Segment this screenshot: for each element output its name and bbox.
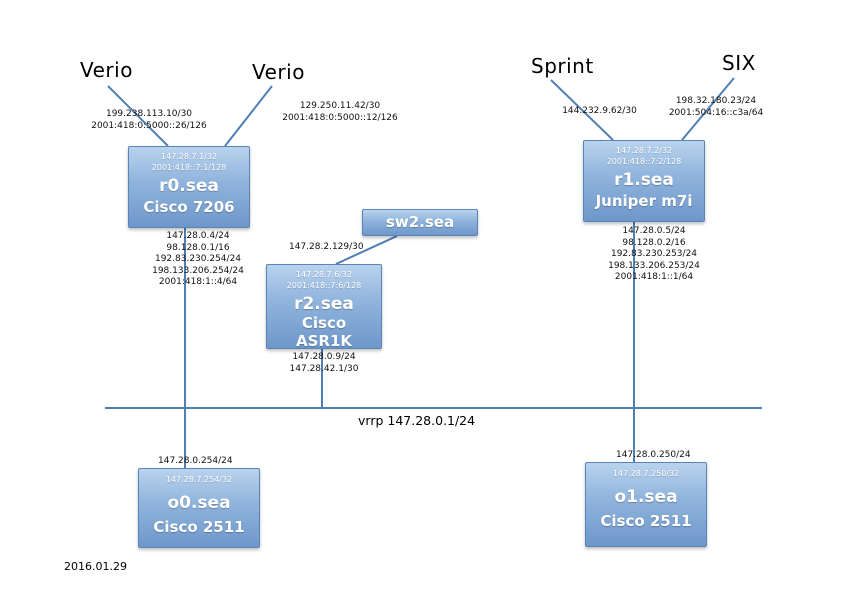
uplink-label-sprint: Sprint [531, 54, 594, 78]
r0-loopback-v6: 2001:418::7:1/128 [151, 162, 227, 172]
r1-loopback-v6: 2001:418::7:2/128 [606, 156, 682, 166]
node-sw2: sw2.sea [362, 209, 478, 236]
r0-loopback-v4: 147.28.7.1/32 [160, 152, 218, 161]
link-sprint-r1 [550, 79, 614, 141]
r2-loopback-v6: 2001:418::7:6/128 [286, 280, 362, 290]
r1-interface-list: 147.28.0.5/24 98.128.0.2/16 192.83.230.2… [596, 226, 712, 284]
uplink-ips-verio2: 129.250.11.42/30 2001:418:0:5000::12/126 [276, 100, 404, 124]
ip-line: 147.28.0.9/24 [292, 352, 356, 362]
uplink-label-verio2: Verio [252, 60, 305, 84]
node-r0: 147.28.7.1/32 2001:418::7:1/128 r0.sea C… [128, 146, 250, 228]
o1-bus-ip: 147.28.0.250/24 [616, 450, 691, 460]
ip-line: 192.83.230.254/24 [154, 254, 242, 265]
r2-interface-list: 147.28.0.9/24 147.28.42.1/30 [270, 352, 378, 375]
ip-line: 2001:418:0:5000::26/126 [91, 121, 207, 131]
ip-line: 192.83.230.253/24 [610, 249, 698, 260]
ip-line: 147.28.42.1/30 [289, 363, 359, 374]
o0-bus-ip: 147.28.0.254/24 [158, 456, 233, 466]
node-o1: 147.28.7.250/32 o1.sea Cisco 2511 [585, 462, 707, 547]
ip-line: 198.133.206.254/24 [152, 265, 244, 276]
r2-model-line1: Cisco [301, 314, 347, 332]
r0-hostname: r0.sea [159, 176, 219, 196]
uplink-ips-six: 198.32.180.23/24 2001:504:16::c3a/64 [652, 95, 780, 119]
uplink-ips-verio1: 199.238.113.10/30 2001:418:0:5000::26/12… [85, 108, 213, 132]
link-verio1-r0 [107, 85, 169, 147]
r2-model-line2: ASR1K [295, 332, 353, 350]
link-sw2-r2 [335, 235, 398, 265]
link-verio2-r0 [224, 85, 273, 147]
sw2-hostname: sw2.sea [385, 213, 455, 231]
ip-line: 198.32.180.23/24 [675, 96, 757, 106]
r2-loopback-v4: 147.28.7.6/32 [295, 270, 353, 279]
ip-line: 129.250.11.42/30 [299, 101, 381, 111]
r0-model: Cisco 7206 [143, 198, 235, 216]
ip-line: 2001:418:1::4/64 [158, 277, 238, 288]
node-o0: 147.28.7.254/32 o0.sea Cisco 2511 [138, 468, 260, 548]
ip-line: 2001:418:0:5000::12/126 [282, 113, 398, 123]
o0-model: Cisco 2511 [153, 517, 245, 536]
ip-line: 147.28.0.4/24 [166, 231, 230, 241]
ip-line: 199.238.113.10/30 [105, 109, 193, 119]
sw2-r2-link-ip: 147.28.2.129/30 [289, 242, 364, 252]
uplink-label-verio1: Verio [80, 58, 133, 82]
ip-line: 98.128.0.2/16 [622, 237, 686, 248]
vrrp-bus-label: vrrp 147.28.0.1/24 [358, 413, 476, 428]
r0-interface-list: 147.28.0.4/24 98.128.0.1/16 192.83.230.2… [140, 231, 256, 289]
link-six-r1 [681, 77, 735, 141]
r1-hostname: r1.sea [614, 170, 674, 190]
node-r2: 147.28.7.6/32 2001:418::7:6/128 r2.sea C… [266, 264, 382, 350]
o1-loopback-v4: 147.28.7.250/32 [612, 469, 680, 478]
node-r1: 147.28.7.2/32 2001:418::7:2/128 r1.sea J… [583, 140, 705, 222]
o1-hostname: o1.sea [614, 486, 678, 507]
o0-loopback-v4: 147.28.7.254/32 [165, 475, 233, 484]
o1-model: Cisco 2511 [600, 511, 692, 530]
o0-hostname: o0.sea [167, 492, 231, 513]
r1-loopback-v4: 147.28.7.2/32 [615, 146, 673, 155]
uplink-label-six: SIX [722, 51, 756, 75]
r2-hostname: r2.sea [294, 294, 354, 314]
ip-line: 2001:418:1::1/64 [614, 272, 694, 283]
ip-line: 147.28.0.5/24 [622, 226, 686, 236]
ip-line: 144.232.9.62/30 [562, 106, 637, 116]
ip-line: 98.128.0.1/16 [166, 242, 230, 253]
uplink-ips-sprint: 144.232.9.62/30 [552, 105, 647, 117]
ip-line: 198.133.206.253/24 [608, 260, 700, 271]
r1-model: Juniper m7i [595, 192, 693, 210]
diagram-date: 2016.01.29 [64, 560, 127, 573]
ip-line: 2001:504:16::c3a/64 [668, 108, 764, 118]
